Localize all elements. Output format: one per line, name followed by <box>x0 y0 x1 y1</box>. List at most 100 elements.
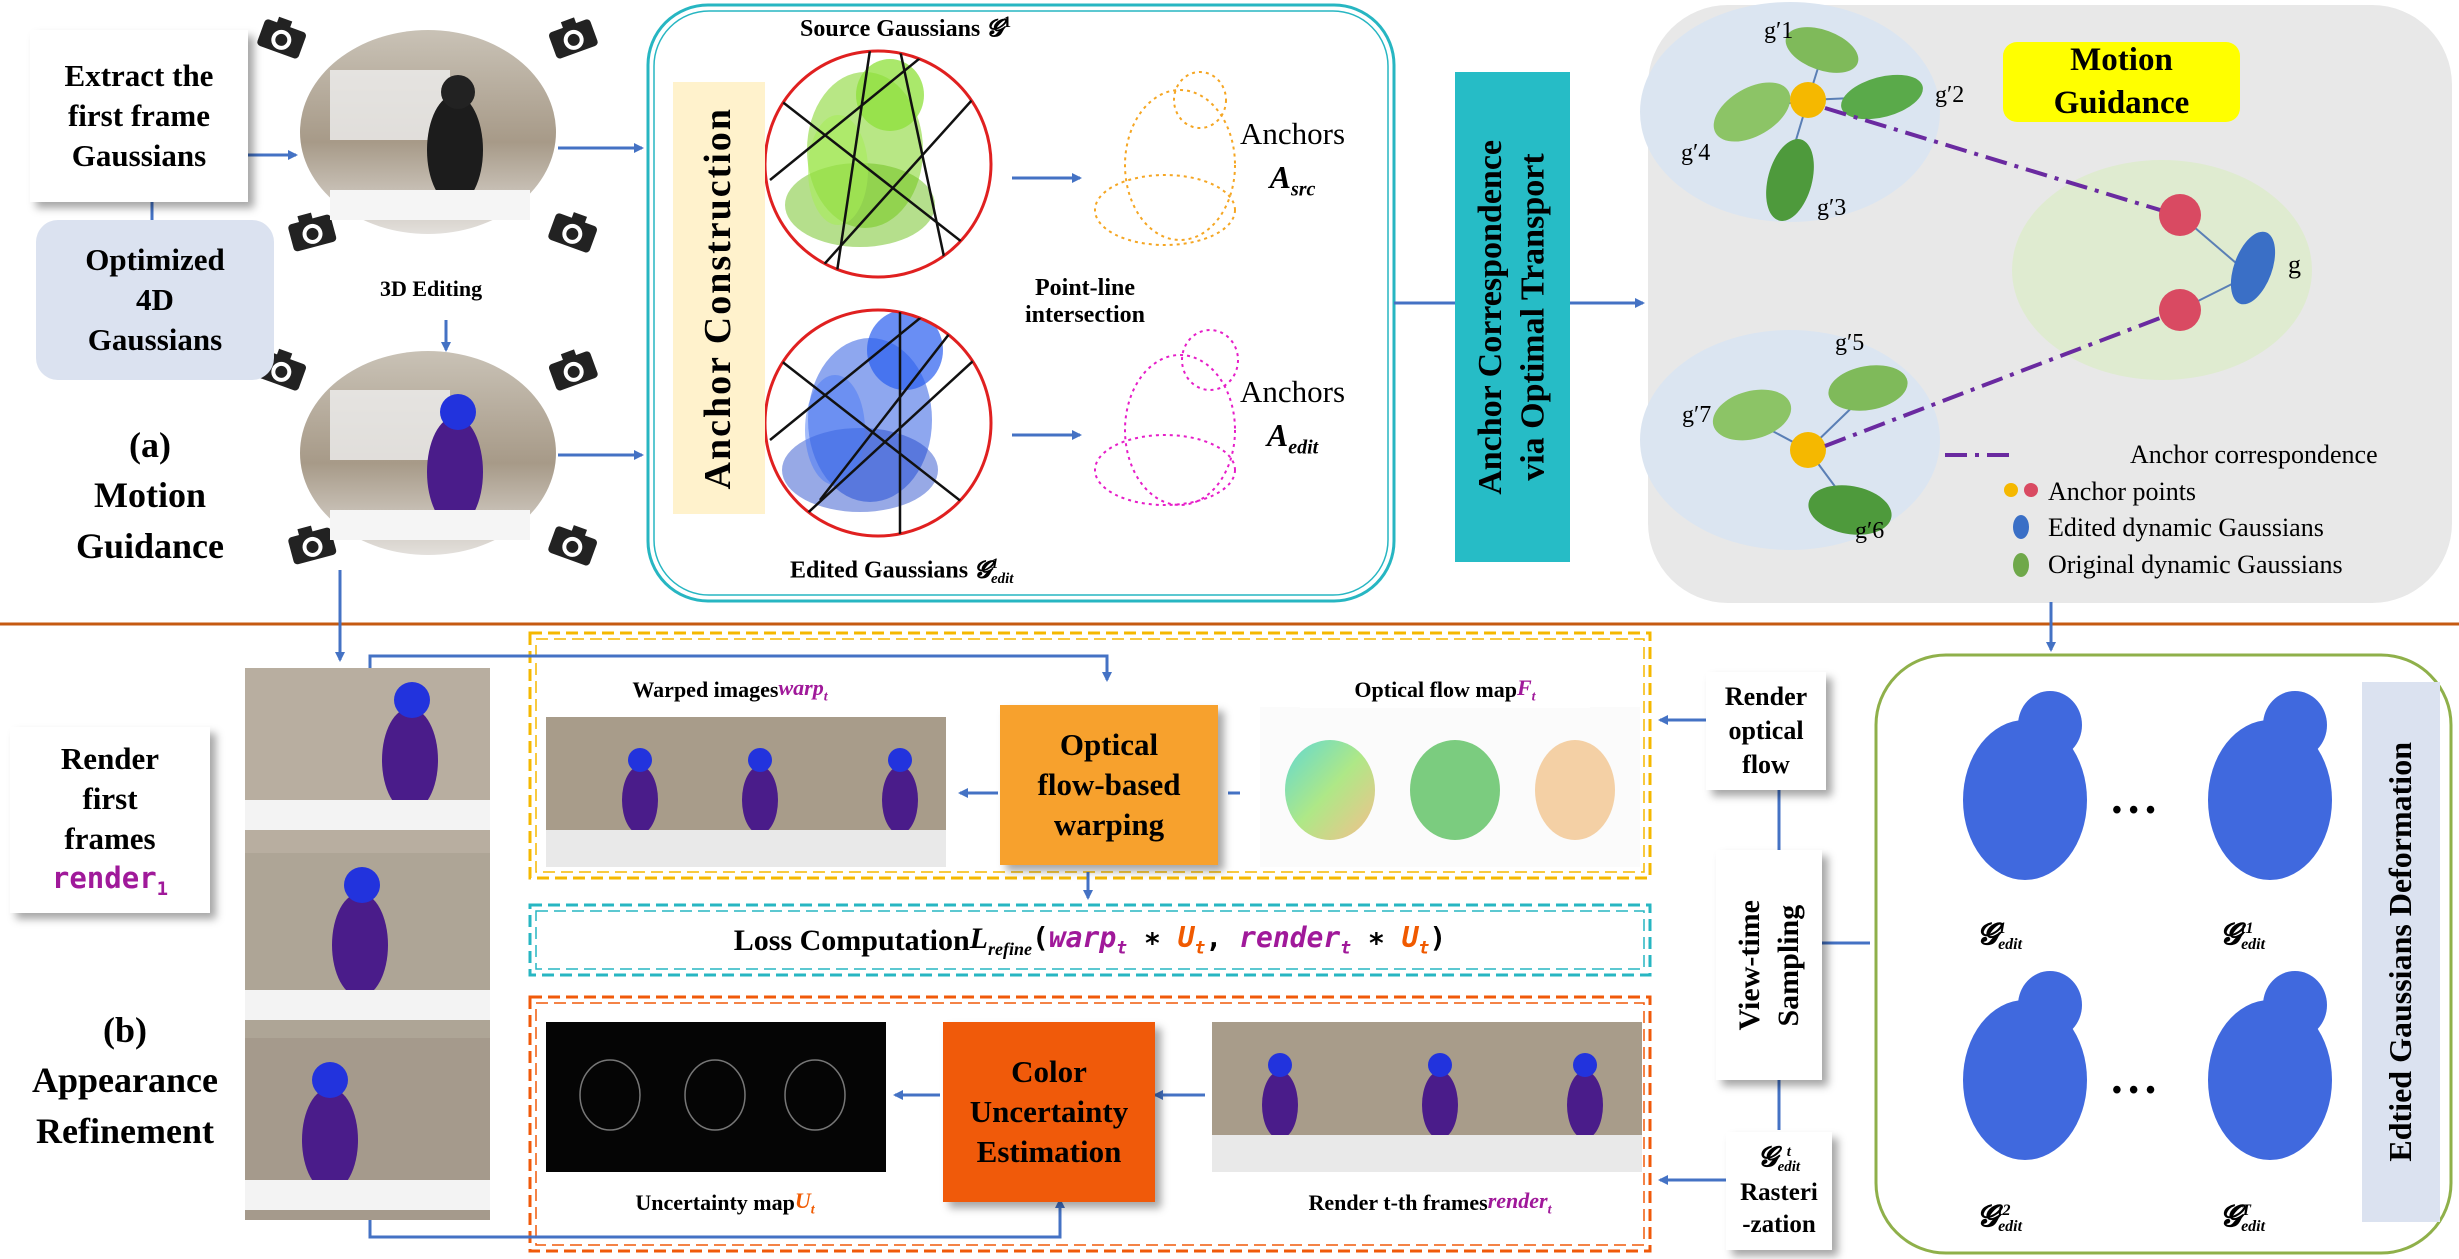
gaussian-g6 <box>1808 485 1892 535</box>
edited-gaussians-text: Edited Gaussians <box>790 557 975 584</box>
deformation-title-box: Edtied Gaussians Deformation <box>2362 682 2440 1222</box>
optical-flow-map-var: Ft <box>1516 674 1536 705</box>
render-t-frames-text: Render t-th frames <box>1308 1189 1488 1215</box>
anchor-construction-label: Anchor Construction <box>697 106 740 490</box>
loss-group-border-inner <box>535 910 1645 970</box>
gaussian-g7 <box>1712 389 1792 441</box>
anchor-point-1 <box>1790 82 1826 118</box>
render-t-frames-label: Render t-th frames rendert <box>1240 1185 1620 1221</box>
warping-group-border-inner <box>535 638 1645 873</box>
rasterization-text: Rasteri -zation <box>1740 1178 1818 1239</box>
camera-icons <box>257 16 598 566</box>
anchor-point-2 <box>1790 432 1826 468</box>
loss-arg-7: U <box>1401 921 1419 954</box>
view-time-sampling-label: View-time Sampling <box>1733 899 1805 1031</box>
correspondence-lines <box>1824 106 2161 457</box>
anchor-correspondence-label: Anchor Correspondence via Optimal Transp… <box>1472 139 1552 495</box>
edited-gaussians-sup: 1 <box>990 556 999 572</box>
uncertainty-map-text: Uncertainty map <box>635 1189 795 1215</box>
loss-arg-sub-1: t <box>1116 937 1128 959</box>
flow-strip-blobs <box>1285 740 1615 840</box>
loss-arguments: (warpt ∗ Ut, rendert ∗ Ut) <box>1032 920 1446 960</box>
uncertainty-group-border-inner <box>535 1002 1645 1246</box>
warping-group-border <box>528 631 1652 880</box>
anchor-correspondence-box: Anchor Correspondence via Optimal Transp… <box>1455 72 1570 562</box>
render-first-frames-text: Render first frames <box>60 740 160 857</box>
optical-flow-map-text: Optical flow map <box>1354 676 1517 702</box>
deformation-ellipsis-top: • • • <box>2112 795 2156 826</box>
scene-original-person <box>427 95 483 205</box>
loss-arg-8: ) <box>1429 921 1447 954</box>
part-b-section-label: (b) Appearance Refinement <box>32 1010 218 1151</box>
uncertainty-map-var: Ut <box>794 1187 815 1218</box>
loss-arg-6: ∗ <box>1351 921 1402 954</box>
render-first-frames-box: Render first frames render1 <box>10 727 210 913</box>
anchors-edit-symbol: Aedit <box>1240 413 1345 461</box>
source-gaussians-sup: 1 <box>1003 14 1012 31</box>
source-gaussians-symbol: 𝓖 <box>986 16 1004 42</box>
anchors-src-label: Anchors Asrc <box>1240 112 1345 204</box>
warped-strip-figures <box>546 748 946 867</box>
3d-editing-label: 3D Editing <box>380 276 483 301</box>
loss-L: Lrefine <box>969 921 1032 959</box>
target-cluster-bg <box>2012 160 2312 380</box>
scene-original-head <box>441 75 475 109</box>
scene-original-table <box>330 190 530 220</box>
anchor-construction-panel-inner <box>653 10 1389 596</box>
deformation-pointclouds <box>1963 691 2332 1160</box>
anchor-point-red-2 <box>2159 289 2201 331</box>
label-g-center: g <box>2288 250 2301 279</box>
anchors-src-main: A <box>1269 159 1291 196</box>
edited-cut-lines <box>769 310 986 536</box>
loss-arg-3: U <box>1177 921 1195 954</box>
optical-flow-warping-box: Optical flow-based warping <box>1000 705 1218 865</box>
anchors-src-sub: src <box>1290 178 1316 201</box>
gaussian-g1 <box>1785 27 1859 73</box>
loss-arg-1: warp <box>1048 921 1117 954</box>
source-gaussians-text: Source Gaussians <box>800 16 987 42</box>
legend-edited-gaussians: Edited dynamic Gaussians <box>2048 513 2324 542</box>
loss-arg-4: , <box>1205 921 1240 954</box>
anchors-edit-sub: edit <box>1288 436 1319 459</box>
part-a-section-label: (a) Motion Guidance <box>75 425 225 566</box>
scene-edited-head <box>440 394 476 430</box>
scene-edited-person <box>427 417 483 527</box>
first-frames-figures <box>245 682 490 1210</box>
loss-arg-sub-7: t <box>1418 937 1430 959</box>
label-g4: g′4 <box>1681 140 1711 166</box>
warped-images-var: warpt <box>778 674 828 705</box>
view-time-sampling-box: View-time Sampling <box>1716 850 1822 1080</box>
legend-dot-red <box>2024 483 2038 497</box>
render-first-var-sub: 1 <box>156 877 169 900</box>
anchors-edit-word: Anchors <box>1240 374 1346 409</box>
cluster-1-bg <box>1640 2 1940 222</box>
render-t-frames-var: rendert <box>1487 1187 1552 1218</box>
loss-arg-2: ∗ <box>1127 921 1178 954</box>
edited-gaussian-g <box>2230 231 2276 305</box>
render-first-var-main: render <box>51 860 157 895</box>
legend-ellipse-green <box>2013 553 2029 577</box>
motion-guidance-title-box: Motion Guidance <box>2003 42 2240 122</box>
gaussian-g3 <box>1766 139 1814 221</box>
loss-arg-5: render <box>1239 921 1341 954</box>
label-g7: g′7 <box>1682 402 1712 428</box>
optical-flow-map-label: Optical flow map Ft <box>1300 672 1590 708</box>
loss-arg-sub-5: t <box>1340 937 1352 959</box>
scene-edited-table <box>330 510 530 540</box>
gaussian-g2 <box>1841 74 1923 120</box>
point-line-intersection-label: Point-line intersection <box>1025 275 1145 328</box>
anchors-edit-pointcloud <box>1094 329 1239 506</box>
loss-computation-label: Loss Computation Lrefine(warpt ∗ Ut, ren… <box>560 915 1620 965</box>
source-cut-lines <box>769 51 991 277</box>
gaussian-g5 <box>1828 365 1908 411</box>
arrows <box>150 143 2056 1239</box>
anchors-src-pointcloud <box>1094 71 1236 246</box>
label-g1: g′1 <box>1764 18 1794 44</box>
